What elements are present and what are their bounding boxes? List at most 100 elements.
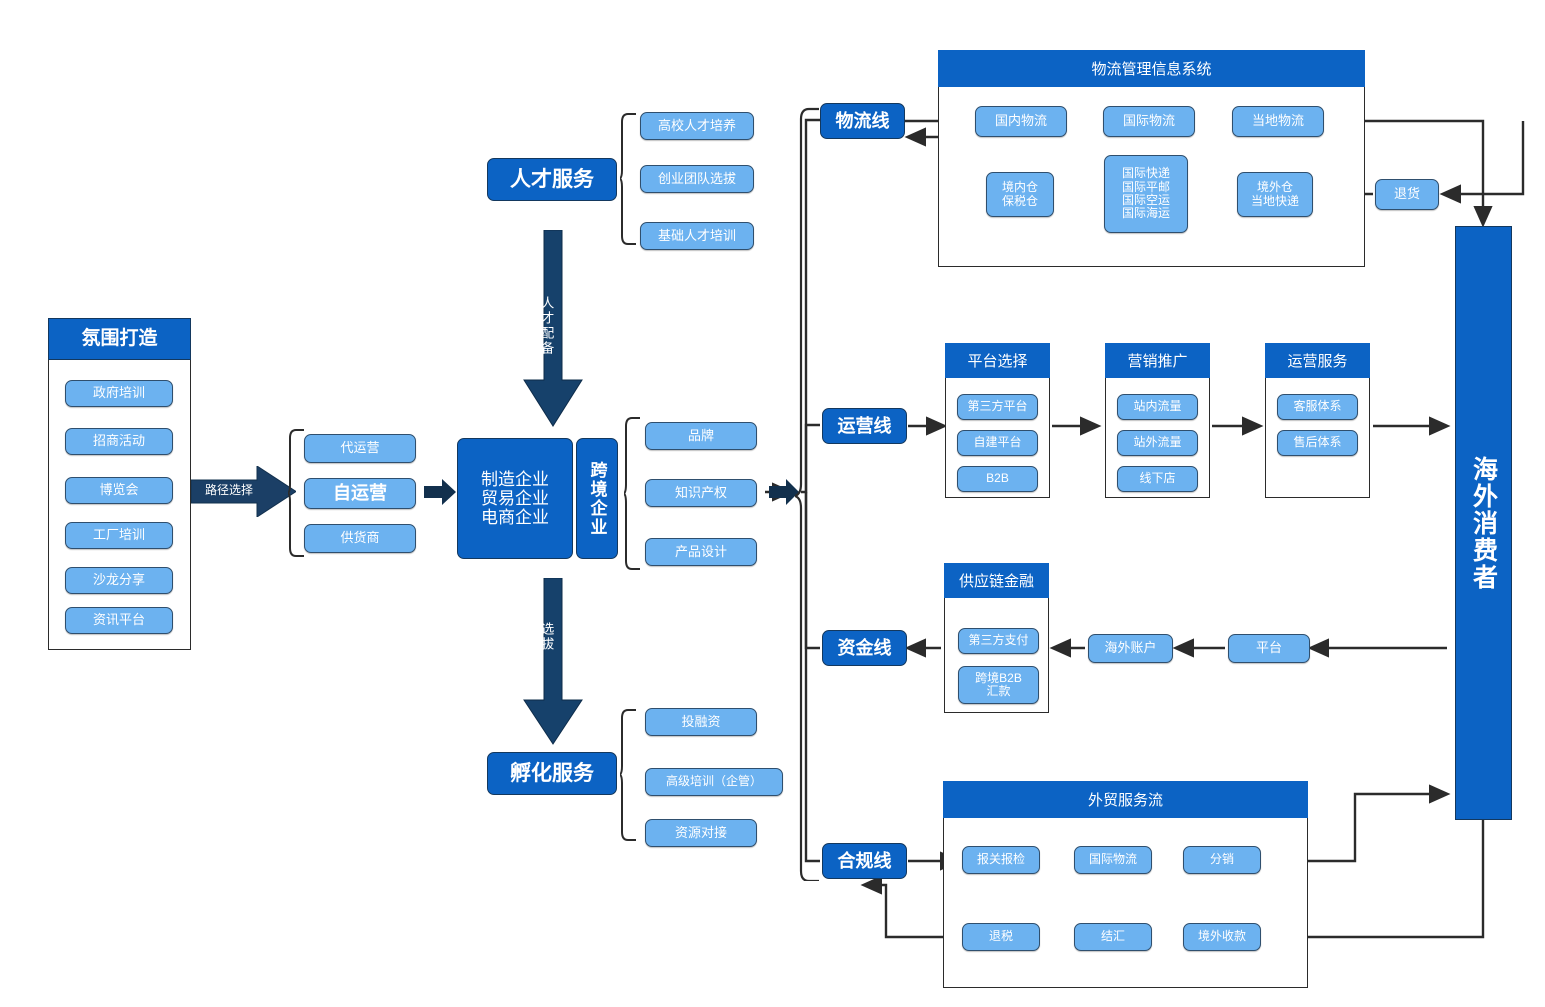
line-label-compliance[interactable]: 合规线: [822, 843, 907, 879]
overseas-consumer-label: 海外消费者: [1469, 455, 1498, 591]
talent-item-2[interactable]: 基础人才培训: [640, 222, 754, 250]
node-overseas-account[interactable]: 海外账户: [1088, 634, 1173, 663]
atmosphere-item-5[interactable]: 资讯平台: [65, 607, 173, 634]
platform-item-2-label: B2B: [986, 471, 1009, 486]
talent-brace: [620, 113, 636, 245]
atmosphere-item-0[interactable]: 政府培训: [65, 380, 173, 407]
incubation-item-0[interactable]: 投融资: [645, 708, 757, 736]
enterprise-output-2[interactable]: 产品设计: [645, 538, 757, 566]
incubation-item-1[interactable]: 高级培训（企管）: [645, 768, 783, 796]
node-overseas-account-label: 海外账户: [1104, 640, 1157, 656]
node-shipping-modes-line-3: 国际海运: [1121, 206, 1170, 221]
operating-mode-0[interactable]: 代运营: [304, 434, 416, 463]
supply-chain-panel-title: 供应链金融: [944, 563, 1049, 598]
service-item-1-label: 售后体系: [1293, 435, 1342, 450]
node-international-logistics-label: 国际物流: [1122, 113, 1175, 129]
compliance-bottom-2[interactable]: 境外收款: [1183, 923, 1261, 951]
incubation-item-2-label: 资源对接: [674, 824, 727, 840]
compliance-top-1[interactable]: 国际物流: [1074, 846, 1152, 874]
incubation-arrow-label-text: 选拔: [539, 622, 555, 652]
logistics-system-title-text: 物流管理信息系统: [1091, 61, 1212, 78]
service-panel-title-text: 运营服务: [1287, 353, 1348, 370]
platform-item-0[interactable]: 第三方平台: [957, 394, 1038, 420]
incubation-brace: [620, 709, 636, 841]
incubation-item-1-label: 高级培训（企管）: [665, 774, 762, 789]
marketing-item-0-label: 站内流量: [1133, 399, 1182, 414]
atmosphere-title: 氛围打造: [48, 318, 191, 360]
marketing-panel-title-text: 营销推广: [1127, 353, 1188, 370]
node-local-logistics[interactable]: 当地物流: [1232, 106, 1324, 137]
atmosphere-title-text: 氛围打造: [81, 328, 158, 350]
node-domestic-warehouse-line-0: 境内仓: [1001, 180, 1038, 195]
enterprise-output-0[interactable]: 品牌: [645, 422, 757, 450]
atmosphere-item-1[interactable]: 招商活动: [65, 428, 173, 455]
atmosphere-item-2[interactable]: 博览会: [65, 477, 173, 504]
marketing-item-2[interactable]: 线下店: [1117, 466, 1198, 492]
supply-chain-item-0[interactable]: 第三方支付: [958, 628, 1039, 654]
enterprise-output-1-label: 知识产权: [674, 484, 727, 500]
overseas-consumer-box: 海外消费者: [1455, 226, 1512, 820]
talent-arrow-label-text: 人才配备: [539, 296, 555, 356]
operating-mode-2[interactable]: 供货商: [304, 524, 416, 553]
compliance-top-0-label: 报关报检: [976, 852, 1025, 867]
operating-mode-1[interactable]: 自运营: [304, 478, 416, 509]
enterprise-side-label-box: 跨境企业: [576, 438, 618, 559]
enterprise-output-1[interactable]: 知识产权: [645, 479, 757, 507]
node-overseas-warehouse-line-1: 当地快递: [1250, 193, 1299, 208]
marketing-item-2-label: 线下店: [1139, 471, 1176, 486]
service-item-0-label: 客服体系: [1293, 399, 1342, 414]
talent-item-0[interactable]: 高校人才培养: [640, 112, 754, 140]
enterprise-output-2-label: 产品设计: [674, 543, 727, 559]
node-domestic-logistics[interactable]: 国内物流: [975, 106, 1067, 137]
supply-chain-item-1[interactable]: 跨境B2B 汇款: [958, 666, 1039, 704]
talent-arrow-label: 人才配备: [536, 286, 556, 366]
operating-mode-2-label: 供货商: [340, 530, 380, 546]
node-overseas-warehouse[interactable]: 境外仓 当地快递: [1237, 172, 1313, 217]
node-funding-platform-label: 平台: [1255, 640, 1282, 656]
operating-modes-brace: [288, 429, 304, 557]
incubation-item-2[interactable]: 资源对接: [645, 819, 757, 847]
node-shipping-modes[interactable]: 国际快递 国际平邮 国际空运 国际海运: [1104, 155, 1188, 233]
line-label-operations[interactable]: 运营线: [822, 408, 907, 444]
platform-item-0-label: 第三方平台: [967, 399, 1028, 414]
atmosphere-item-3-label: 工厂培训: [92, 527, 145, 543]
line-label-funding-text: 资金线: [837, 637, 892, 658]
node-shipping-modes-line-0: 国际快递: [1121, 166, 1170, 181]
mode-to-enterprise-arrow: [424, 478, 456, 506]
incubation-title-box: 孵化服务: [487, 752, 617, 795]
outputs-to-lines-arrow: [769, 478, 799, 506]
incubation-title: 孵化服务: [510, 761, 594, 785]
node-returns[interactable]: 退货: [1375, 179, 1439, 210]
compliance-bottom-0[interactable]: 退税: [962, 923, 1040, 951]
compliance-top-2-label: 分销: [1209, 852, 1234, 867]
talent-item-1[interactable]: 创业团队选拔: [640, 165, 754, 193]
marketing-item-1[interactable]: 站外流量: [1117, 430, 1198, 456]
compliance-bottom-1[interactable]: 结汇: [1074, 923, 1152, 951]
node-international-logistics[interactable]: 国际物流: [1103, 106, 1195, 137]
node-returns-label: 退货: [1393, 186, 1420, 202]
node-funding-platform[interactable]: 平台: [1228, 634, 1310, 663]
compliance-panel-title-text: 外贸服务流: [1087, 792, 1163, 809]
line-label-logistics[interactable]: 物流线: [820, 103, 905, 139]
line-label-funding[interactable]: 资金线: [822, 630, 907, 666]
path-choice-label: 路径选择: [196, 481, 262, 501]
node-shipping-modes-line-1: 国际平邮: [1121, 179, 1170, 194]
compliance-bottom-0-label: 退税: [988, 929, 1013, 944]
enterprise-side-label: 跨境企业: [587, 460, 607, 537]
incubation-down-arrow: [518, 577, 588, 746]
atmosphere-item-4[interactable]: 沙龙分享: [65, 567, 173, 594]
platform-item-2[interactable]: B2B: [957, 466, 1038, 492]
service-item-0[interactable]: 客服体系: [1277, 394, 1358, 420]
service-item-1[interactable]: 售后体系: [1277, 430, 1358, 456]
compliance-top-0[interactable]: 报关报检: [962, 846, 1040, 874]
node-domestic-warehouse[interactable]: 境内仓 保税仓: [986, 172, 1054, 217]
atmosphere-item-3[interactable]: 工厂培训: [65, 522, 173, 549]
operating-mode-0-label: 代运营: [340, 440, 380, 456]
marketing-item-0[interactable]: 站内流量: [1117, 394, 1198, 420]
talent-down-arrow: [518, 229, 588, 428]
operating-mode-1-label: 自运营: [333, 483, 387, 504]
enterprise-core-box: 制造企业 贸易企业 电商企业: [457, 438, 573, 559]
compliance-top-2[interactable]: 分销: [1183, 846, 1261, 874]
platform-item-1[interactable]: 自建平台: [957, 430, 1038, 456]
compliance-top-1-label: 国际物流: [1088, 852, 1137, 867]
